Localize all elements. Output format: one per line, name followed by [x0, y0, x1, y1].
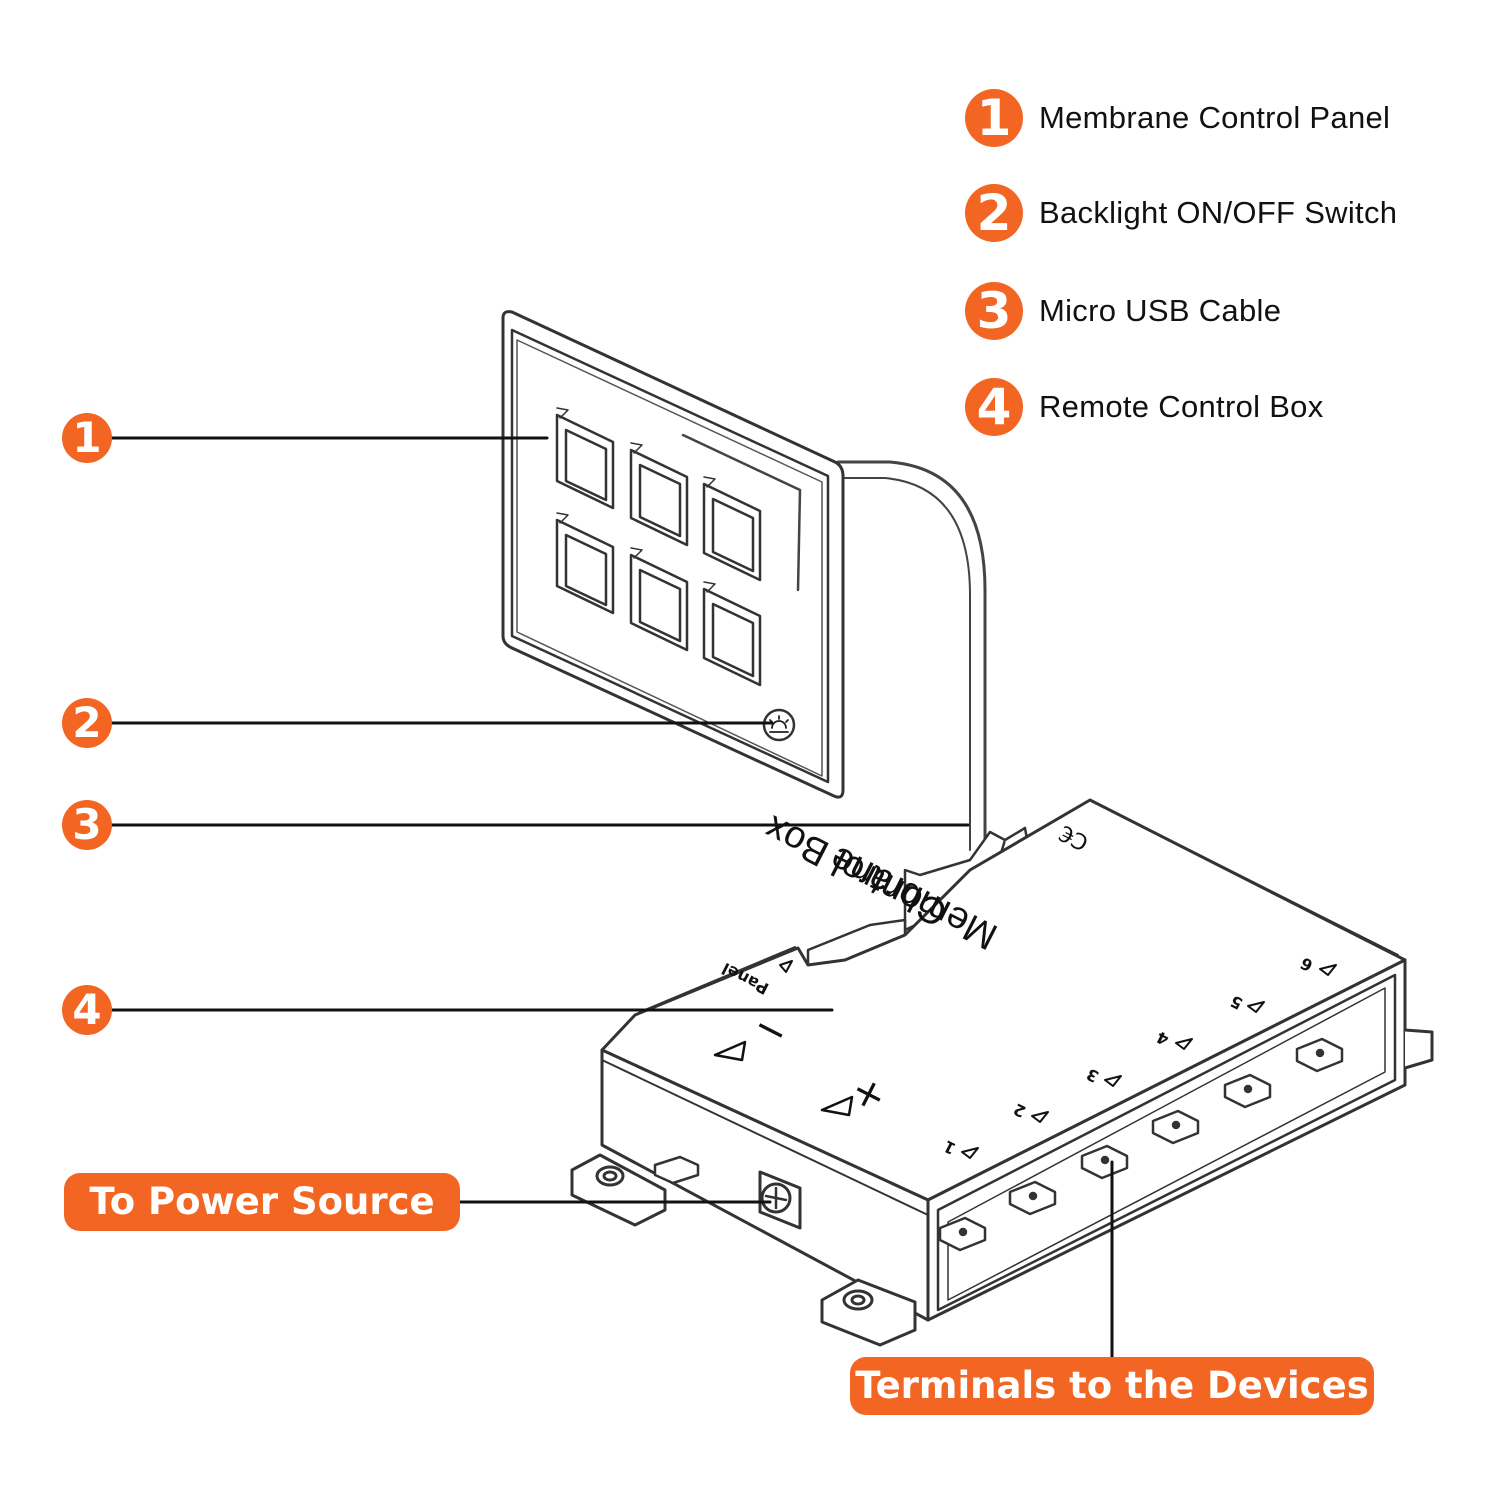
legend-number-badge: 1 — [965, 89, 1023, 147]
remote-control-box — [570, 798, 1434, 1347]
legend-number-badge: 3 — [965, 282, 1023, 340]
device-terminals — [938, 1037, 1344, 1252]
usb-cable-inner — [837, 477, 971, 851]
leader-lines — [108, 436, 1114, 1360]
legend-label: Remote Control Box — [1039, 389, 1324, 424]
panel-buttons — [555, 407, 762, 687]
terminals-label: Terminals to the Devices — [850, 1357, 1374, 1415]
backlight-switch-icon — [762, 708, 796, 742]
callout-badge-2: 2 — [62, 698, 112, 748]
legend-number-badge: 2 — [965, 184, 1023, 242]
callout-badge-4: 4 — [62, 985, 112, 1035]
legend-item-2: 2 Backlight ON/OFF Switch — [965, 183, 1397, 243]
legend-label: Micro USB Cable — [1039, 293, 1282, 328]
legend-label: Backlight ON/OFF Switch — [1039, 195, 1398, 230]
membrane-control-panel — [501, 310, 845, 799]
usb-cable — [836, 460, 987, 880]
legend-label: Membrane Control Panel — [1039, 100, 1391, 135]
power-source-label: To Power Source — [64, 1173, 460, 1231]
legend-number-badge: 4 — [965, 378, 1023, 436]
legend-item-3: 3 Micro USB Cable — [965, 281, 1281, 341]
callout-badge-3: 3 — [62, 800, 112, 850]
legend-item-1: 1 Membrane Control Panel — [965, 88, 1390, 148]
power-terminal-screw — [758, 1170, 802, 1230]
callout-badge-1: 1 — [62, 413, 112, 463]
legend-item-4: 4 Remote Control Box — [965, 377, 1324, 437]
